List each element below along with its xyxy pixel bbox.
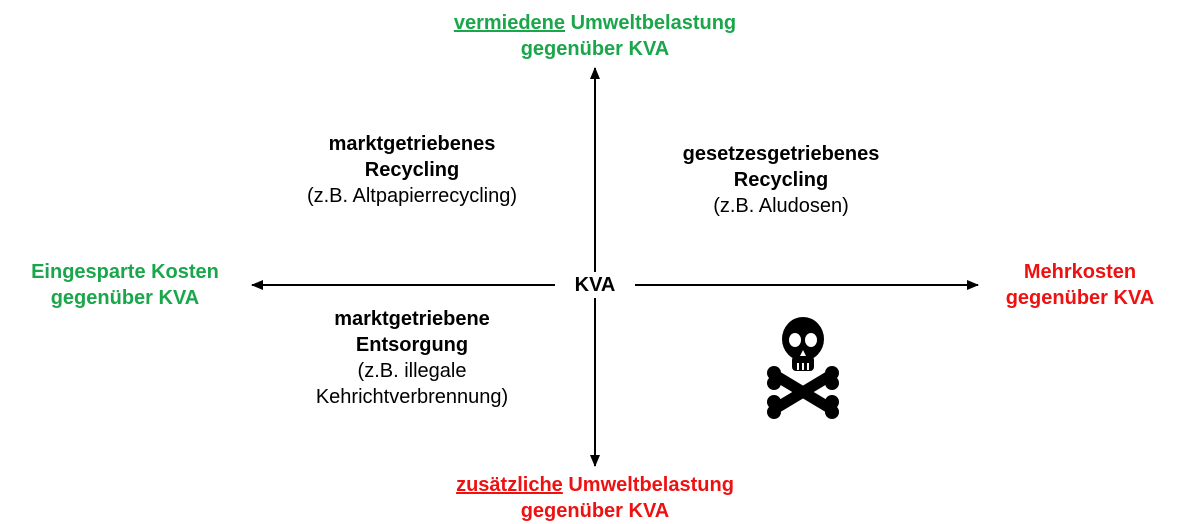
q-tl-line1: marktgetriebenes [328, 133, 496, 155]
q-bl-line4: Kehrichtverbrennung) [315, 386, 509, 408]
bottom-axis-rest: Umweltbelastung [562, 474, 734, 496]
top-axis-emphasis: vermiedene [453, 12, 566, 34]
q-tr-line2: Recycling [733, 169, 829, 191]
quadrant-top-right: gesetzesgetriebenes Recycling (z.B. Alud… [631, 141, 931, 219]
left-axis-label: Eingesparte Kosten gegenüber KVA [0, 259, 250, 311]
bottom-axis-line2: gegenüber KVA [520, 500, 670, 522]
q-bl-line1: marktgetriebene [334, 308, 490, 330]
top-axis-rest: Umweltbelastung [565, 12, 737, 34]
top-axis-line2: gegenüber KVA [520, 38, 670, 60]
right-axis-line1: Mehrkosten [1023, 261, 1137, 283]
q-tr-line3: (z.B. Aludosen) [713, 195, 849, 217]
right-axis-label: Mehrkosten gegenüber KVA [975, 259, 1185, 311]
skull-crossbones-icon [767, 317, 839, 419]
quadrant-bottom-left: marktgetriebene Entsorgung (z.B. illegal… [262, 306, 562, 410]
bottom-axis-label: zusätzliche Umweltbelastung gegenüber KV… [395, 472, 795, 524]
q-tr-line1: gesetzesgetriebenes [682, 143, 880, 165]
top-axis-label: vermiedene Umweltbelastung gegenüber KVA [395, 10, 795, 62]
q-tl-line3: (z.B. Altpapierrecycling) [306, 185, 518, 207]
q-tl-line2: Recycling [364, 159, 460, 181]
center-label: KVA [555, 272, 635, 298]
q-bl-line3: (z.B. illegale [357, 360, 467, 382]
left-axis-line1: Eingesparte Kosten [31, 261, 219, 283]
left-axis-line2: gegenüber KVA [50, 287, 200, 309]
right-axis-line2: gegenüber KVA [1005, 287, 1155, 309]
q-bl-line2: Entsorgung [355, 334, 469, 356]
quadrant-top-left: marktgetriebenes Recycling (z.B. Altpapi… [262, 131, 562, 209]
bottom-axis-emphasis: zusätzliche [456, 474, 563, 496]
